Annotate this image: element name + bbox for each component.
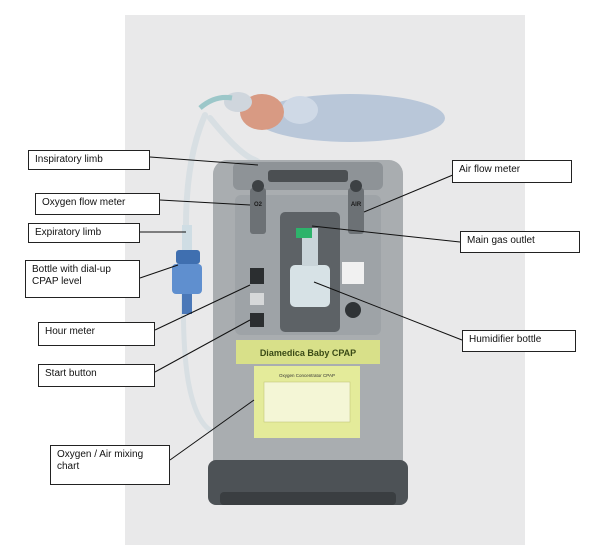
label-inspiratory-limb: Inspiratory limb — [28, 150, 150, 170]
brand-label: Diamedica Baby CPAP — [260, 348, 356, 358]
infant-figure — [198, 92, 445, 142]
air-port-label: AIR — [351, 202, 362, 208]
o2-port-label: O2 — [254, 202, 263, 208]
cpap-machine — [208, 160, 408, 505]
label-hour-meter: Hour meter — [38, 322, 155, 346]
label-oxygen-flow-meter: Oxygen flow meter — [35, 193, 160, 215]
label-start-button: Start button — [38, 364, 155, 387]
label-expiratory-limb: Expiratory limb — [28, 223, 140, 243]
label-mixing-chart: Oxygen / Air mixing chart — [50, 445, 170, 485]
label-bottle-cpap-level: Bottle with dial-up CPAP level — [25, 260, 140, 298]
chart-title: Oxygen Concentrator CPAP — [279, 373, 335, 378]
label-humidifier-bottle: Humidifier bottle — [462, 330, 576, 352]
label-air-flow-meter: Air flow meter — [452, 160, 572, 183]
label-main-gas-outlet: Main gas outlet — [460, 231, 580, 253]
